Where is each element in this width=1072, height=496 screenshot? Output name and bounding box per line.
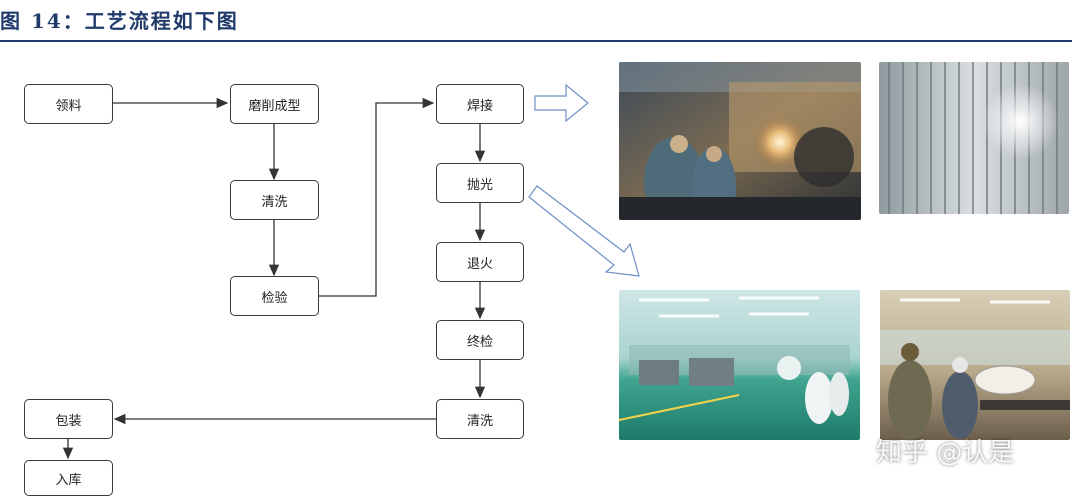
- photo-welding-workshop: [619, 62, 861, 220]
- node-ruku: 入库: [24, 460, 113, 496]
- node-label: 抛光: [466, 177, 493, 193]
- node-zhongjian: 终检: [436, 320, 524, 360]
- callout-arrow-diagonal: [528, 185, 640, 277]
- watermark-text: 知乎 @认是: [876, 438, 1015, 468]
- figure-title: 图 14：工艺流程如下图: [0, 9, 239, 33]
- node-qingxi-1: 清洗: [230, 180, 319, 220]
- node-baozhuang: 包装: [24, 399, 113, 439]
- node-paoguang: 抛光: [436, 163, 524, 203]
- node-label: 退火: [466, 256, 493, 272]
- node-label: 领料: [55, 98, 82, 114]
- node-hanjie: 焊接: [436, 84, 524, 124]
- node-tuihuo: 退火: [436, 242, 524, 282]
- node-label: 磨削成型: [248, 98, 301, 114]
- arrow-jianyan-hanjie: [318, 97, 435, 297]
- title-underline: [0, 40, 1072, 42]
- callout-arrow-right: [534, 83, 589, 123]
- node-label: 包装: [55, 413, 82, 429]
- node-label: 检验: [261, 290, 288, 306]
- node-label: 焊接: [466, 98, 493, 114]
- node-label: 入库: [55, 472, 82, 488]
- node-moxue: 磨削成型: [230, 84, 319, 124]
- photo-cavity-rings: [879, 62, 1069, 214]
- node-label: 清洗: [261, 194, 288, 210]
- node-lingliao: 领料: [24, 84, 113, 124]
- photo-clean-room: [619, 290, 860, 440]
- node-label: 终检: [466, 334, 493, 350]
- node-label: 清洗: [466, 413, 493, 429]
- node-qingxi-2: 清洗: [436, 399, 524, 439]
- node-jianyan: 检验: [230, 276, 319, 316]
- photo-workers-assembly: [880, 290, 1070, 440]
